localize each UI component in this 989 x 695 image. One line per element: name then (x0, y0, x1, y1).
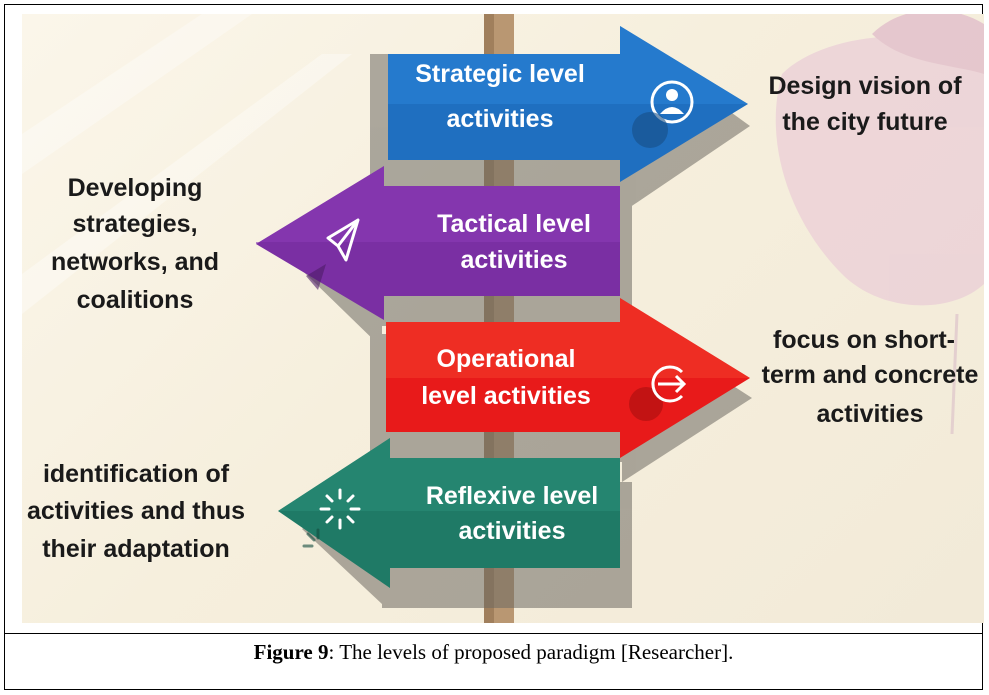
svg-text:activities: activities (458, 517, 565, 545)
label-short-term-focus: focus on short- term and concrete activi… (762, 326, 979, 428)
svg-text:coalitions: coalitions (77, 286, 194, 314)
sunlight-streaks (22, 14, 352, 314)
label-design-vision: Design vision of the city future (768, 72, 962, 136)
arrow-operational: Operational level activities (386, 298, 750, 458)
arrow-operational-line1: Operational (437, 345, 576, 373)
exit-arrow-icon (629, 365, 687, 421)
user-circle-icon (632, 80, 694, 148)
arrow-reflexive-line1: Reflexive level (426, 482, 598, 510)
svg-text:identification of: identification of (43, 460, 230, 488)
svg-text:Tactical level: Tactical level (437, 210, 591, 238)
svg-text:activities: activities (446, 105, 553, 133)
svg-text:their adaptation: their adaptation (42, 535, 230, 563)
label-developing-line1: Developing (68, 174, 203, 202)
svg-text:strategies,: strategies, (72, 210, 197, 238)
svg-text:Operational: Operational (437, 345, 576, 373)
figure-caption: Figure 9: The levels of proposed paradig… (4, 640, 983, 665)
paper-plane-icon (306, 218, 360, 290)
svg-text:activities and thus: activities and thus (27, 497, 245, 525)
label-short-term-line2: term and concrete (762, 361, 979, 389)
caption-divider (4, 633, 983, 634)
svg-text:Reflexive level: Reflexive level (426, 482, 598, 510)
svg-text:Design vision of: Design vision of (768, 72, 962, 100)
figure-image: Strategic level activities Tactical leve… (22, 14, 984, 623)
label-identification-line1: identification of (43, 460, 230, 488)
loading-spinner-icon (302, 488, 361, 548)
label-developing-line3: networks, and (51, 248, 219, 276)
label-identification-line3: their adaptation (42, 535, 230, 563)
arrow-strategic: Strategic level activities (388, 26, 748, 182)
figure-caption-label: Figure 9 (253, 640, 329, 664)
arrow-strategic-line1: Strategic level (415, 60, 585, 88)
svg-text:networks, and: networks, and (51, 248, 219, 276)
flower-decoration (775, 14, 984, 435)
label-developing-line2: strategies, (72, 210, 197, 238)
label-identification: identification of activities and thus th… (27, 460, 245, 563)
arrow-reflexive: Reflexive level activities (278, 438, 620, 588)
svg-text:Developing: Developing (68, 174, 203, 202)
arrow-tactical-line2: activities (460, 246, 567, 274)
svg-text:level activities: level activities (421, 382, 591, 410)
svg-text:activities: activities (816, 400, 923, 428)
label-developing-line4: coalitions (77, 286, 194, 314)
label-short-term-line3: activities (816, 400, 923, 428)
svg-text:focus on short-: focus on short- (773, 326, 955, 354)
label-design-vision-line2: the city future (782, 108, 947, 136)
svg-text:term and concrete: term and concrete (762, 361, 979, 389)
svg-text:activities: activities (460, 246, 567, 274)
svg-text:Strategic level: Strategic level (415, 60, 585, 88)
arrow-operational-line2: level activities (421, 382, 591, 410)
figure-caption-text: : The levels of proposed paradigm [Resea… (328, 640, 734, 664)
arrow-tactical-line1: Tactical level (437, 210, 591, 238)
label-design-vision-line1: Design vision of (768, 72, 962, 100)
arrow-strategic-line2: activities (446, 105, 553, 133)
arrow-reflexive-line2: activities (458, 517, 565, 545)
label-identification-line2: activities and thus (27, 497, 245, 525)
label-short-term-line1: focus on short- (773, 326, 955, 354)
svg-text:the city future: the city future (782, 108, 947, 136)
label-developing-strategies: Developing strategies, networks, and coa… (51, 174, 219, 314)
arrow-tactical: Tactical level activities (256, 166, 620, 320)
